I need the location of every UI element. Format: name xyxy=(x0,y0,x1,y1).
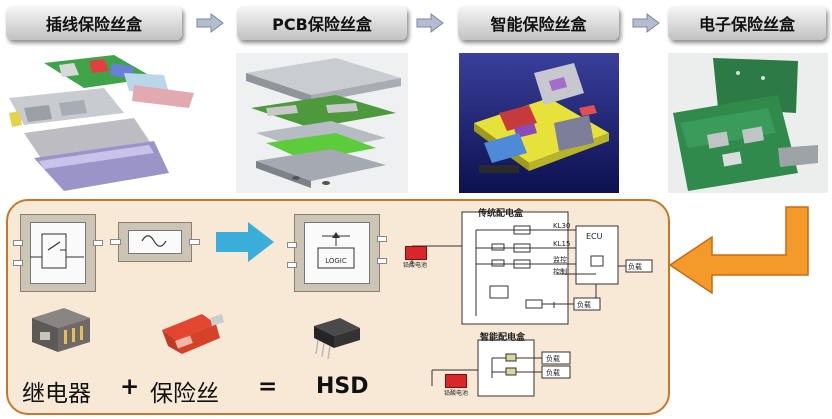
blade-fuse-photo xyxy=(162,314,224,354)
smart-box-title: 智能配电盒 xyxy=(480,333,526,343)
relay-photo xyxy=(32,308,90,352)
arrow-right-icon xyxy=(632,13,660,33)
arrow-right-icon xyxy=(196,13,224,33)
fuse-pin xyxy=(110,239,121,245)
hsd-pin xyxy=(287,262,297,268)
hsd-pin xyxy=(287,242,297,248)
relay-pin xyxy=(13,240,23,246)
smart-distribution-diagram xyxy=(431,339,571,397)
electronic-fuse-box-image xyxy=(668,53,828,193)
plus-sign: + xyxy=(120,374,140,400)
relay-label: 继电器 xyxy=(22,381,91,407)
kl30-label: KL30 xyxy=(553,222,571,230)
pcb-fuse-box-image xyxy=(236,53,408,193)
traditional-box-title: 传统配电盒 xyxy=(478,209,524,219)
stage-label-pcb-fuse-box: PCB保险丝盒 xyxy=(237,6,407,40)
relay-switch-icon xyxy=(30,233,84,269)
smart-load-label-2: 负载 xyxy=(546,369,560,377)
return-arrow-icon xyxy=(668,206,809,295)
battery-label: 铅酸电池 xyxy=(444,390,469,397)
traditional-distribution-diagram xyxy=(411,211,653,325)
fuse-pin xyxy=(189,239,200,245)
stage-label-smart-fuse-box: 智能保险丝盒 xyxy=(458,6,619,40)
hsd-mosfet-icon xyxy=(317,232,355,269)
load-label-2: 负载 xyxy=(577,301,591,309)
plug-in-fuse-box-image xyxy=(4,53,202,193)
equals-sign: = xyxy=(258,374,278,400)
stage-label-plug-in-fuse-box: 插线保险丝盒 xyxy=(6,6,182,40)
smart-fuse-box-image xyxy=(459,53,619,193)
hsd-symbol-inner xyxy=(304,222,370,284)
fuse-label: 保险丝 xyxy=(150,381,219,407)
kl15-label: KL15 xyxy=(553,240,571,248)
battery-icon xyxy=(445,374,467,388)
fuse-wave-icon xyxy=(141,235,167,247)
hsd-pin xyxy=(377,258,387,264)
monitor-label: 监控 xyxy=(553,256,567,264)
load-label-1: 负载 xyxy=(628,263,642,271)
arrow-right-icon xyxy=(416,13,444,33)
relay-pin xyxy=(13,260,23,266)
hsd-chip-photo xyxy=(314,318,360,360)
blue-arrow-icon xyxy=(216,222,274,262)
relay-pin xyxy=(93,240,103,246)
battery-icon xyxy=(405,246,427,260)
stage-label-electronic-fuse-box: 电子保险丝盒 xyxy=(668,6,826,40)
hsd-label: HSD xyxy=(316,374,369,399)
hsd-pin xyxy=(377,236,387,242)
battery-label: 铅酸电池 xyxy=(403,262,428,269)
relay-symbol-inner xyxy=(30,222,86,284)
control-label: 控制 xyxy=(553,268,567,276)
logic-label: LOGIC xyxy=(325,257,347,265)
ecu-label: ECU xyxy=(586,232,603,241)
smart-load-label-1: 负载 xyxy=(546,355,560,363)
